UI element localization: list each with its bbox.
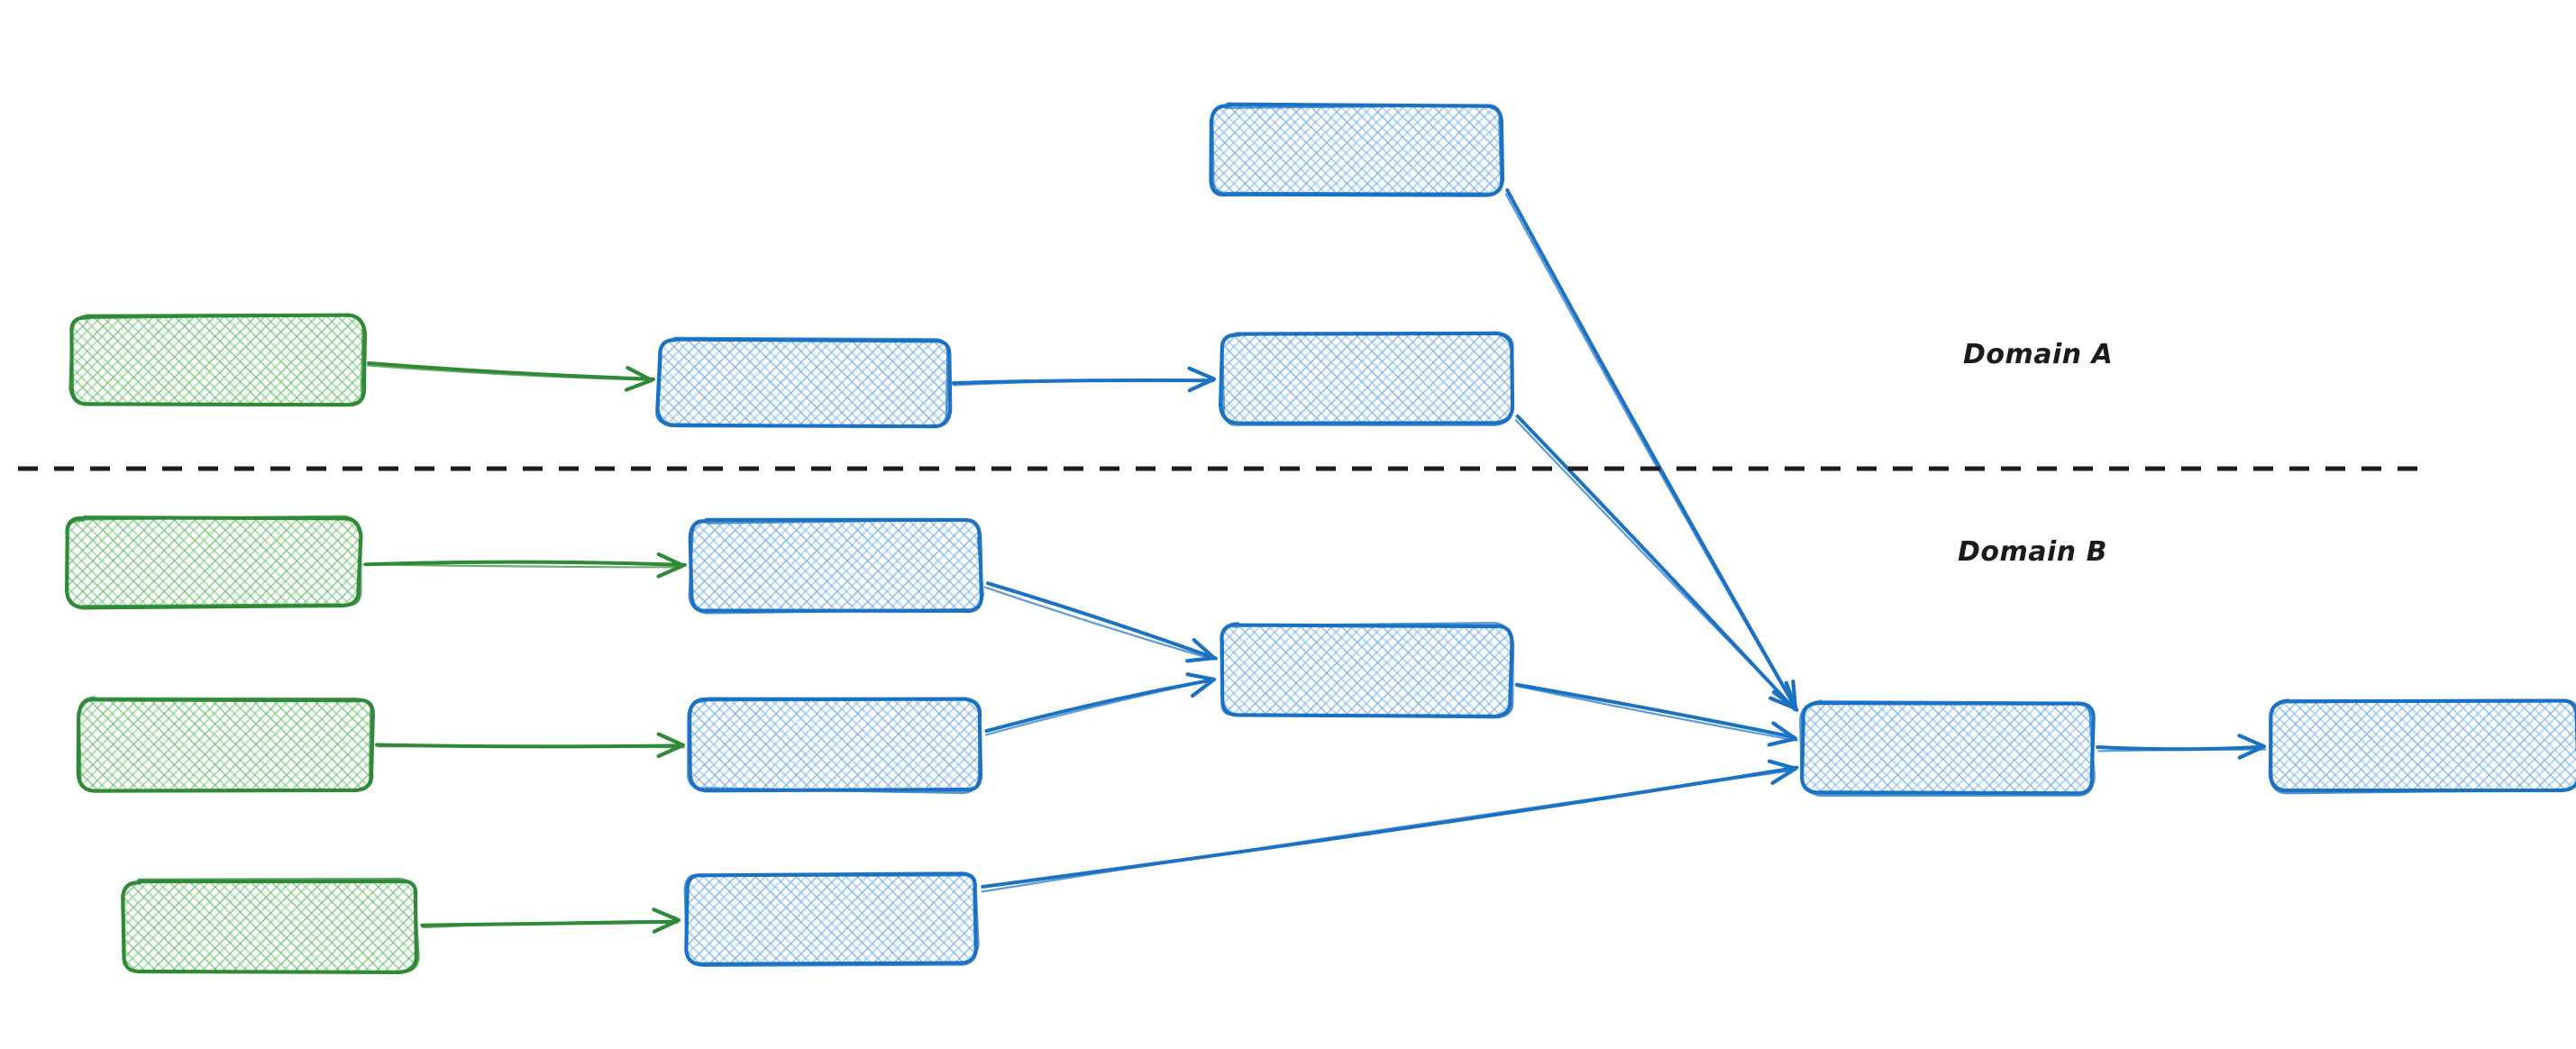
node-fill [71,316,364,404]
edge-line [1514,419,1798,713]
node-fill [1221,625,1512,716]
edge-arrowhead [652,908,681,934]
edge-arrowhead [1768,759,1798,785]
node-outline [688,518,985,615]
node-outline [122,878,420,974]
node-proc-a3[interactable] [1209,102,1505,197]
edge-line [984,678,1217,736]
edge-arrowhead [1187,366,1217,393]
node-proc-b5[interactable] [1799,699,2096,798]
edge-arrowhead [1185,637,1217,663]
edge-line [1505,187,1799,712]
edge-e2[interactable] [951,366,1217,393]
node-outline [1220,331,1514,426]
node-outline [683,873,980,967]
nodes-layer [65,102,2576,974]
node-outline [2268,698,2576,795]
node-proc-a2[interactable] [1218,331,1515,426]
node-src-b3[interactable] [121,878,420,974]
edge-line [952,379,1216,387]
node-fill [67,518,360,607]
edge-arrowhead [2237,734,2267,760]
node-outline [1220,622,1515,719]
edge-line [1514,682,1796,740]
node-outline [78,696,373,792]
node-fill [1211,105,1502,196]
edge-e6[interactable] [375,732,686,759]
edge-line [981,765,1799,889]
node-fill [1803,703,2093,793]
edge-line [981,769,1796,893]
node-fill [690,700,981,790]
node-fill [1221,334,1512,423]
edge-line [363,560,687,567]
edge-e5[interactable] [362,552,687,579]
domain-label-domain-b: Domain B [1958,536,2107,568]
edge-line [422,919,680,929]
node-outline [1800,700,2096,796]
edge-e12[interactable] [2096,734,2267,760]
edge-e9[interactable] [984,672,1217,736]
edge-line [377,744,685,749]
edge-line [983,586,1215,661]
edge-line [2097,748,2267,753]
edge-e11[interactable] [981,759,1799,893]
edge-arrowhead [624,366,654,392]
node-proc-b2[interactable] [687,697,983,795]
node-proc-a1[interactable] [655,336,953,429]
edges-layer [362,187,2267,934]
node-fill [686,874,976,964]
node-proc-b3[interactable] [683,871,980,967]
edge-e7[interactable] [420,908,681,934]
edge-e8[interactable] [983,581,1218,663]
edge-arrowhead [1185,672,1217,698]
edge-e4[interactable] [1514,414,1798,713]
edge-arrowhead [656,552,686,579]
node-proc-b4[interactable] [1219,622,1515,719]
node-fill [79,699,372,789]
edge-line [1516,685,1799,742]
node-proc-b6[interactable] [2268,698,2576,795]
labels-layer: Domain A Domain B [1958,339,2113,568]
edge-arrowhead [1767,721,1798,747]
edge-line [1504,193,1798,712]
node-fill [690,521,981,611]
node-outline [65,515,362,608]
edge-line [367,360,655,381]
node-outline [69,313,365,406]
edge-line [366,364,653,381]
node-fill [123,881,416,971]
node-fill [2271,701,2576,791]
node-outline [1210,104,1503,196]
node-fill [659,340,949,426]
edge-arrowhead [1768,680,1798,711]
edge-line [985,581,1218,661]
node-src-b1[interactable] [65,515,363,610]
node-outline [655,336,949,428]
node-proc-b1[interactable] [688,517,985,615]
node-outline [687,697,982,795]
edge-e10[interactable] [1514,682,1799,747]
domain-label-domain-a: Domain A [1963,339,2113,370]
node-src-a1[interactable] [69,313,368,407]
node-outline [1799,699,2096,798]
edge-arrowhead [656,732,686,759]
edge-line [362,563,683,569]
edge-e1[interactable] [366,360,655,392]
node-src-b2[interactable] [76,696,375,793]
